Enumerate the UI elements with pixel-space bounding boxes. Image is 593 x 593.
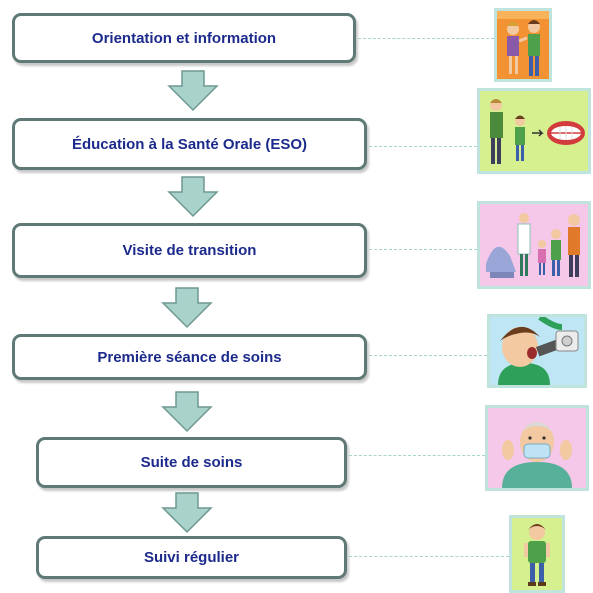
connector-line — [349, 556, 509, 557]
child-standing-illustration — [509, 515, 565, 593]
down-arrow-icon — [167, 70, 219, 112]
connector-line — [369, 249, 477, 250]
step-regular-follow-up: Suivi régulier — [36, 536, 347, 579]
down-arrow-icon — [161, 492, 213, 534]
dental-clinic-visit-illustration — [477, 201, 591, 289]
step-label: Première séance de soins — [97, 348, 282, 366]
step-orientation: Orientation et information — [12, 13, 356, 63]
step-label: Visite de transition — [122, 242, 257, 259]
two-people-talking-illustration — [494, 8, 552, 82]
connector-line — [369, 355, 487, 356]
step-label: Suivi régulier — [143, 549, 240, 566]
step-label: Éducation à la Santé Orale (ESO) — [71, 135, 308, 153]
step-label: Suite de soins — [140, 454, 243, 471]
step-first-care-session: Première séance de soins — [12, 334, 367, 380]
dentist-with-mask-illustration — [485, 405, 589, 491]
down-arrow-icon — [167, 176, 219, 218]
down-arrow-icon — [161, 391, 213, 433]
connector-line — [358, 38, 494, 39]
step-oral-health-education: Éducation à la Santé Orale (ESO) — [12, 118, 367, 170]
patient-dental-care-illustration — [487, 314, 587, 388]
step-follow-up-care: Suite de soins — [36, 437, 347, 488]
family-teeth-education-illustration — [477, 88, 591, 174]
down-arrow-icon — [161, 287, 213, 329]
connector-line — [349, 455, 485, 456]
step-transition-visit: Visite de transition — [12, 223, 367, 278]
step-label: Orientation et information — [91, 29, 277, 47]
connector-line — [369, 146, 477, 147]
